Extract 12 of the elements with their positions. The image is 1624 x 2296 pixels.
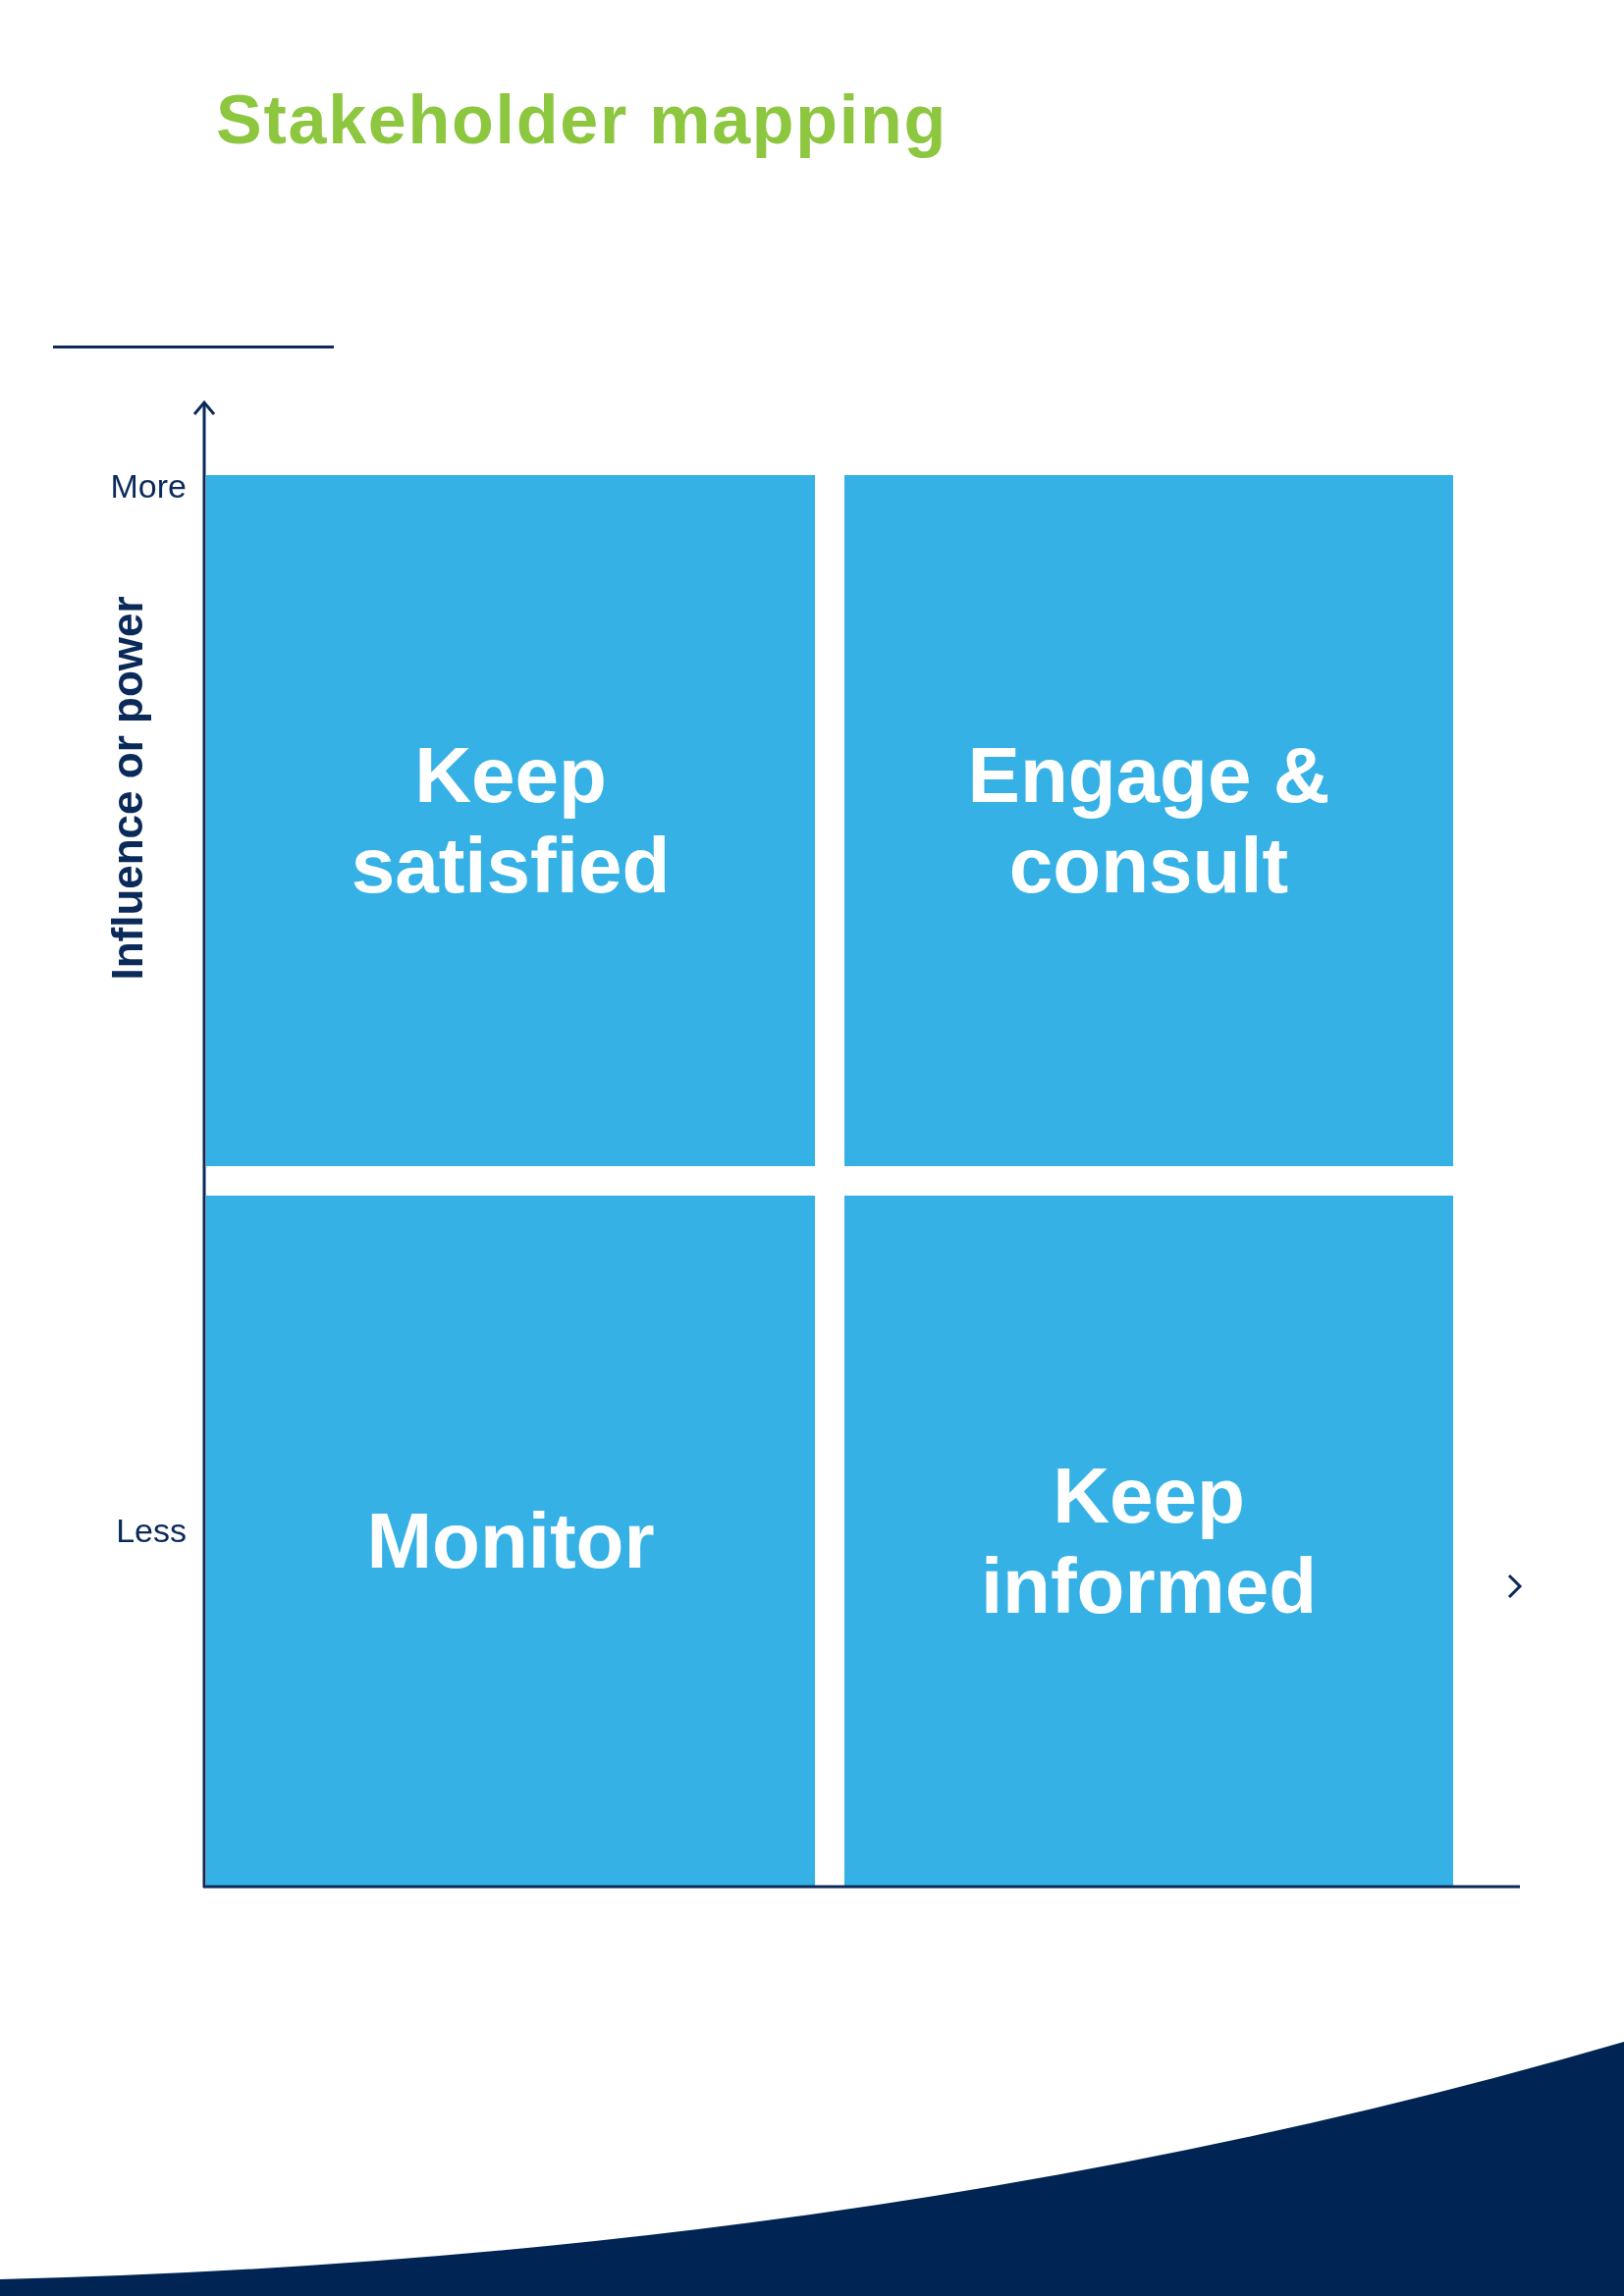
quadrant-label: Engage & consult [966,730,1331,911]
quadrant-box [206,1196,815,1887]
quadrant-label: Keep informed [979,1451,1319,1631]
quadrant-label: Monitor [365,1496,656,1586]
quadrant-box [844,475,1453,1166]
axis-tick-label: Less [116,1511,187,1551]
axis-tick-label: More [110,466,187,507]
axis-title: Influence or power [102,595,152,983]
quadrant-box [844,1196,1453,1887]
quadrant-label: Keep satisfied [350,730,672,911]
title: Stakeholder mapping [216,80,948,160]
quadrant-box [206,475,815,1166]
